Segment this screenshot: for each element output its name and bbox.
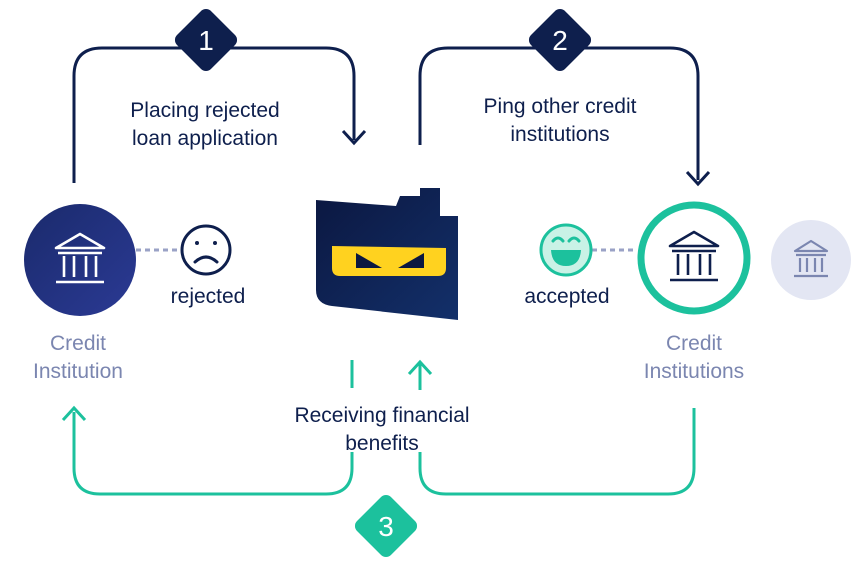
right-bank-label: Credit Institutions: [614, 330, 774, 386]
extra-bank-icon: [771, 220, 851, 300]
sad-face-icon: [180, 224, 232, 276]
step2-label-line2: institutions: [510, 123, 610, 146]
rejected-status: rejected: [170, 285, 246, 308]
step3-connector-left: [72, 360, 354, 496]
step3-label-line1: Receiving financial: [294, 404, 470, 427]
right-bank-label-line2: Institutions: [643, 360, 745, 383]
right-bank-label-line1: Credit: [665, 332, 723, 355]
left-bank-icon: [24, 204, 136, 316]
step1-label-line2: loan application: [132, 127, 278, 150]
happy-face-icon: [539, 223, 593, 277]
step1-label: Placing rejected loan application: [100, 97, 310, 153]
step2-number: 2: [552, 25, 568, 56]
step3-label-line2: benefits: [345, 432, 419, 455]
step1-badge: 1: [174, 8, 238, 72]
step2-badge: 2: [528, 8, 592, 72]
step1-label-line1: Placing rejected: [130, 99, 280, 122]
step3-badge: 3: [354, 494, 418, 558]
left-bank-label: Credit Institution: [8, 330, 148, 386]
step1-arrowhead: [341, 129, 367, 146]
step1-number: 1: [198, 25, 214, 56]
accepted-status: accepted: [524, 285, 610, 308]
right-bank-icon: [637, 201, 751, 315]
step3-arrowhead-right: [407, 359, 433, 376]
step3-arrowhead-left: [61, 405, 87, 422]
left-bank-label-line1: Credit: [49, 332, 107, 355]
step3-number: 3: [378, 511, 394, 542]
step3-label: Receiving financial benefits: [262, 402, 502, 458]
step2-label: Ping other credit institutions: [445, 93, 675, 149]
ninja-mask-logo: [316, 188, 458, 320]
step2-arrowhead: [685, 170, 711, 187]
step2-label-line1: Ping other credit: [483, 95, 637, 118]
left-bank-label-line2: Institution: [33, 360, 123, 383]
step3-connector-right: [418, 364, 696, 496]
